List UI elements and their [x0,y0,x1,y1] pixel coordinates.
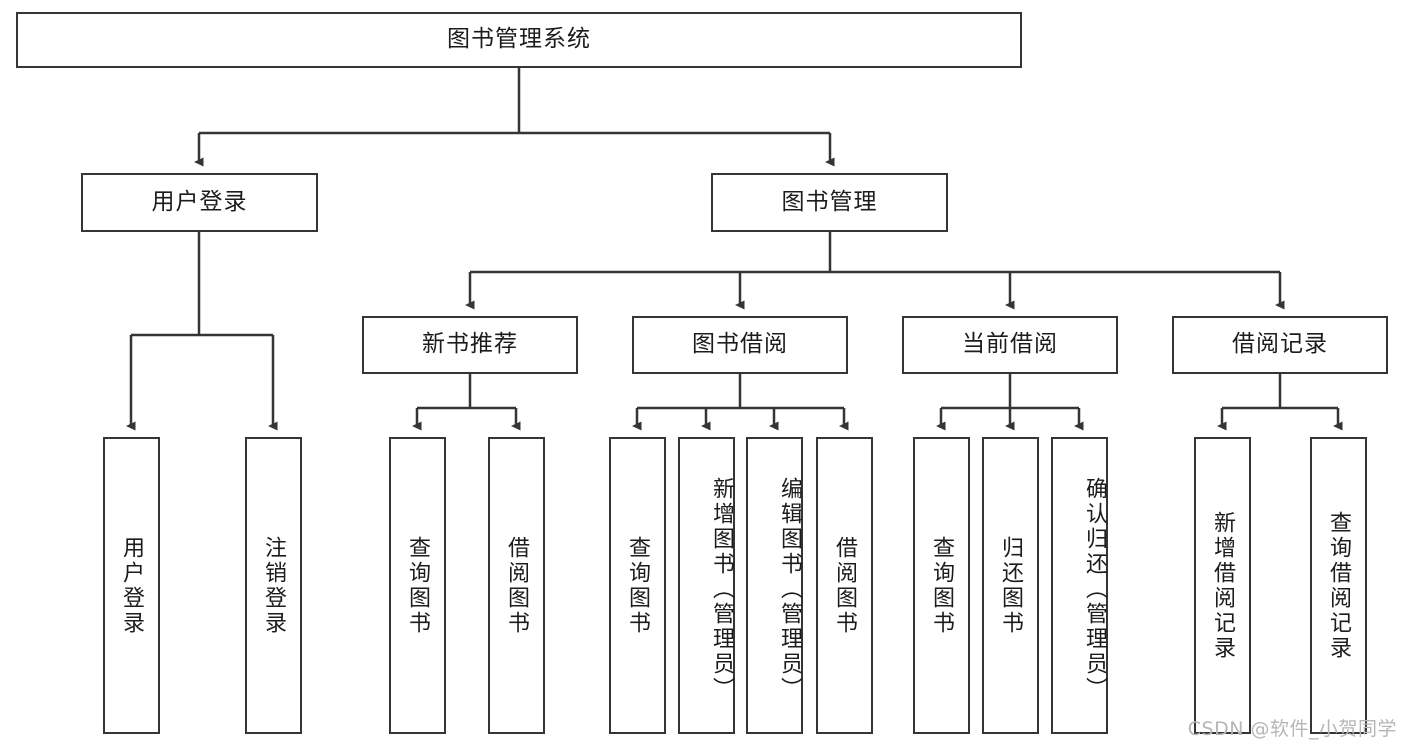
leaf-borrow-book[interactable]: 借阅图书 [816,437,873,734]
node-borrow-record[interactable]: 借阅记录 [1172,316,1388,374]
node-label: 归还图书 [998,535,1024,636]
node-label: 借阅图书 [504,535,530,636]
node-label: 新增借阅记录 [1210,510,1236,661]
leaf-add-book-admin[interactable]: 新增图书（管理员） [678,437,735,734]
node-label: 当前借阅 [962,331,1058,358]
node-label: 图书管理系统 [447,26,591,53]
node-root-book-management-system[interactable]: 图书管理系统 [16,12,1022,68]
leaf-query-borrow-record[interactable]: 查询借阅记录 [1310,437,1367,734]
node-label: 新书推荐 [422,331,518,358]
watermark: CSDN @软件_小贺同学 [1187,718,1397,740]
node-label: 查询借阅记录 [1326,510,1352,661]
node-user-login[interactable]: 用户登录 [81,173,318,232]
node-book-borrow[interactable]: 图书借阅 [632,316,848,374]
leaf-query-book-borrow[interactable]: 查询图书 [609,437,666,734]
leaf-add-borrow-record[interactable]: 新增借阅记录 [1194,437,1251,734]
node-label: 编辑图书（管理员） [777,477,802,702]
node-label: 用户登录 [151,188,248,215]
node-label: 借阅记录 [1232,331,1328,358]
node-new-book-recommend[interactable]: 新书推荐 [362,316,578,374]
node-label: 确认归还（管理员） [1082,477,1107,702]
leaf-return-book[interactable]: 归还图书 [982,437,1039,734]
node-label: 借阅图书 [832,535,858,636]
node-label: 查询图书 [405,535,431,636]
node-label: 查询图书 [625,535,651,636]
leaf-confirm-return-admin[interactable]: 确认归还（管理员） [1051,437,1108,734]
node-book-management[interactable]: 图书管理 [711,173,948,232]
node-label: 用户登录 [119,535,145,636]
node-label: 新增图书（管理员） [709,477,734,702]
node-label: 注销登录 [261,535,287,636]
leaf-user-login[interactable]: 用户登录 [103,437,160,734]
node-current-borrow[interactable]: 当前借阅 [902,316,1118,374]
node-label: 图书管理 [781,188,878,215]
leaf-edit-book-admin[interactable]: 编辑图书（管理员） [746,437,803,734]
leaf-query-book-current[interactable]: 查询图书 [913,437,970,734]
node-label: 查询图书 [929,535,955,636]
node-label: 图书借阅 [692,331,788,358]
leaf-logout[interactable]: 注销登录 [245,437,302,734]
leaf-query-book-new[interactable]: 查询图书 [389,437,446,734]
leaf-borrow-book-new[interactable]: 借阅图书 [488,437,545,734]
